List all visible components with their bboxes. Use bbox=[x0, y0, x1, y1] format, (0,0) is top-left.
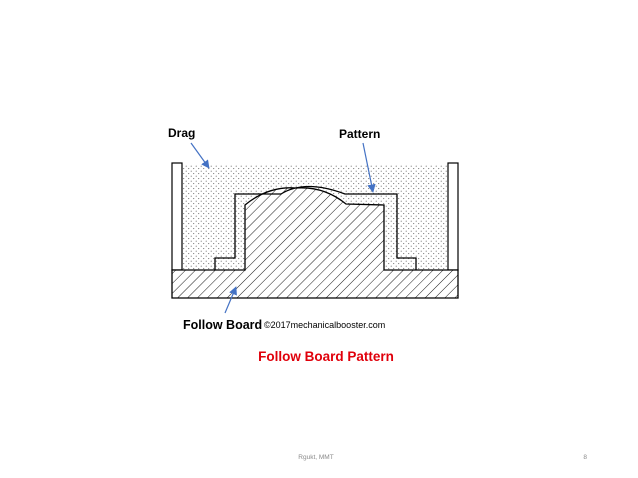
label-pattern: Pattern bbox=[339, 127, 380, 141]
drag-arrow bbox=[190, 142, 210, 169]
footer-page-number: 8 bbox=[583, 454, 587, 461]
follow-board-arrow bbox=[224, 286, 237, 314]
drag-right-wall bbox=[447, 162, 459, 271]
pattern-outline bbox=[214, 185, 417, 270]
slide-caption: Follow Board Pattern bbox=[258, 349, 394, 364]
drag-left-wall bbox=[171, 162, 183, 271]
pattern-arrow bbox=[362, 142, 376, 193]
follow-board bbox=[171, 187, 459, 299]
copyright-watermark: ©2017mechanicalbooster.com bbox=[264, 320, 385, 330]
footer-author: Rgukt, MMT bbox=[298, 454, 333, 461]
label-drag: Drag bbox=[168, 126, 195, 140]
label-follow-board: Follow Board bbox=[183, 318, 262, 332]
